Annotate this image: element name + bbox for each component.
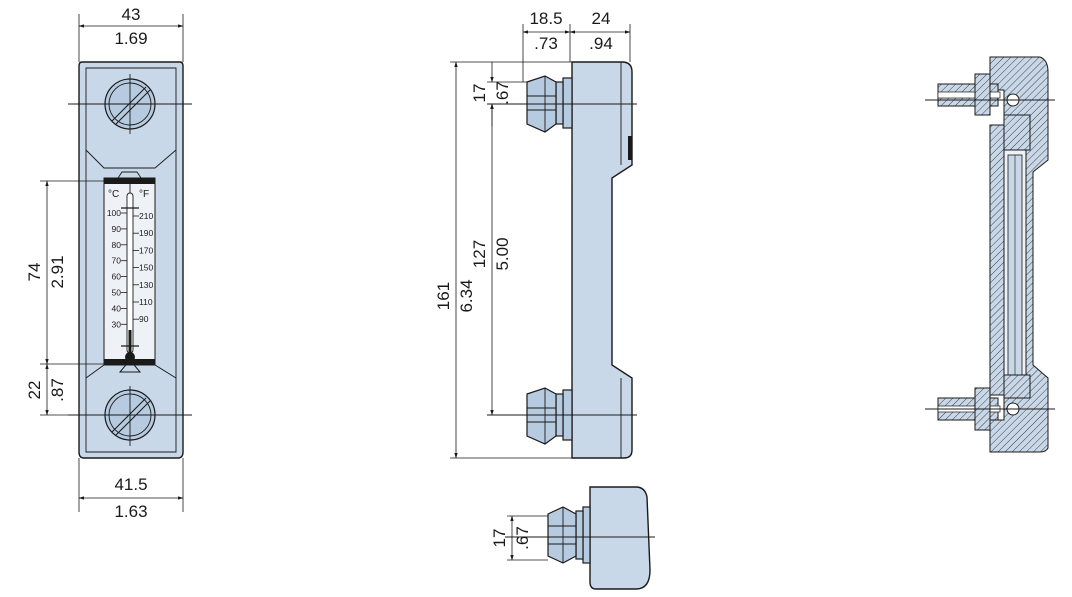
- overall-height-mm: 161: [434, 282, 453, 310]
- scale-height-in: 2.91: [48, 255, 67, 288]
- celsius-tick-label: 90: [112, 224, 122, 234]
- thermometer-tube: [126, 192, 134, 354]
- body-depth-in: .94: [589, 34, 613, 53]
- bottom-detail-view: 17 .67: [490, 486, 655, 590]
- bolt-depth-in: .73: [534, 34, 558, 53]
- fahrenheit-tick-label: 110: [139, 297, 153, 307]
- detail-bolt-head-mm: 17: [490, 529, 509, 548]
- fahrenheit-tick-label: 130: [139, 280, 153, 290]
- body-depth-mm: 24: [592, 9, 611, 28]
- celsius-tick-label: 30: [112, 319, 122, 329]
- front-upper-shoulder: [85, 149, 177, 169]
- celsius-tick-label: 60: [112, 272, 122, 282]
- base-offset-in: .87: [48, 378, 67, 402]
- side-body: [571, 61, 633, 459]
- bolt-head-mm: 17: [470, 84, 489, 103]
- top-width-in: 1.69: [114, 29, 147, 48]
- thermometer-base-triangle: [118, 359, 142, 373]
- detail-bolt-head-in: .67: [513, 526, 532, 550]
- celsius-tick-label: 50: [112, 288, 122, 298]
- fahrenheit-tick-label: 190: [139, 228, 153, 238]
- bolt-head-in: .67: [493, 81, 512, 105]
- fahrenheit-tick-label: 170: [139, 245, 153, 255]
- bolt-depth-mm: 18.5: [529, 9, 562, 28]
- celsius-scale: 100 90 80 70 60 50 40 30: [107, 208, 127, 329]
- front-housing-inner: [85, 67, 177, 453]
- base-offset-mm: 22: [25, 381, 44, 400]
- bottom-width-in: 1.63: [114, 502, 147, 521]
- front-view: °C °F 100 90 80 70 60 50 40 30 210 190 170 150 130 1…: [25, 5, 192, 521]
- fahrenheit-scale: 210 190 170 150 130 110 90: [133, 211, 153, 324]
- side-view: 18.5 .73 24 .94 17 .67 127 5.00 161 6.34: [434, 9, 637, 459]
- celsius-tick-label: 40: [112, 303, 122, 313]
- thermometer-cap: [117, 171, 142, 179]
- thermometer-bulb: [125, 352, 135, 362]
- overall-height-in: 6.34: [457, 279, 476, 312]
- celsius-tick-label: 70: [112, 256, 122, 266]
- thermometer-top-band: [104, 178, 155, 184]
- thermometer-liquid: [128, 330, 132, 354]
- bottom-width-mm: 41.5: [114, 475, 147, 494]
- center-distance-in: 5.00: [493, 237, 512, 270]
- fahrenheit-tick-label: 90: [139, 314, 149, 324]
- center-distance-mm: 127: [470, 240, 489, 268]
- thermometer-bottom-band: [104, 359, 155, 365]
- top-width-mm: 43: [122, 5, 141, 24]
- fahrenheit-tick-label: 210: [139, 211, 153, 221]
- cross-section-icon: [925, 56, 1055, 453]
- celsius-tick-label: 80: [112, 240, 122, 250]
- scale-height-mm: 74: [25, 263, 44, 282]
- unit-celsius: °C: [108, 189, 119, 200]
- fahrenheit-tick-label: 150: [139, 263, 153, 273]
- celsius-tick-label: 100: [107, 208, 121, 218]
- unit-fahrenheit: °F: [139, 189, 149, 200]
- detail-body: [589, 486, 651, 590]
- bottom-fitting-icon: [526, 387, 573, 445]
